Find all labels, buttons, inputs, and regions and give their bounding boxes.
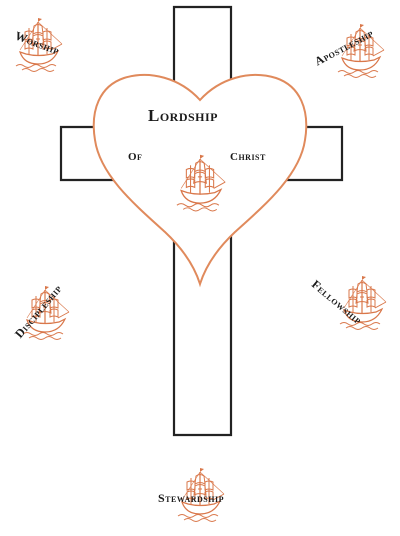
center-title: Lordship — [148, 106, 218, 126]
center-right-word: Christ — [230, 151, 266, 163]
label-stewardship: Stewardship — [158, 491, 224, 506]
center-left-word: Of — [128, 151, 142, 163]
